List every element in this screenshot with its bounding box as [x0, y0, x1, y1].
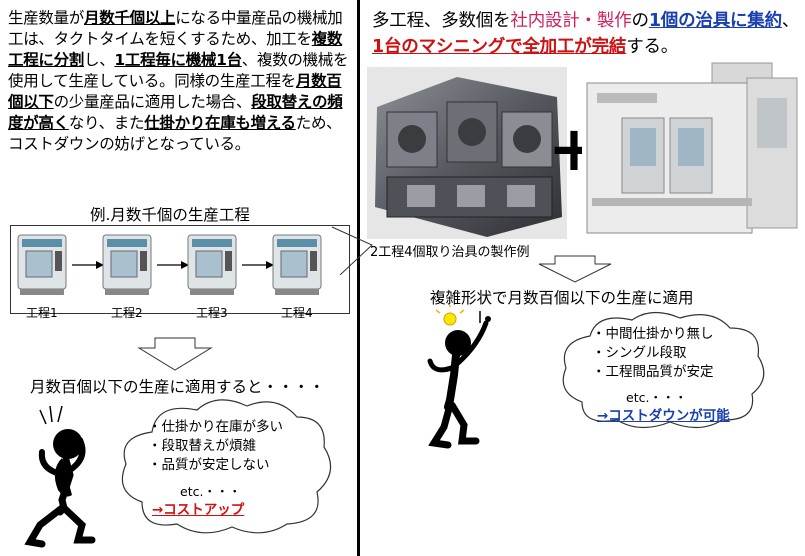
process-label: 工程3 [196, 306, 228, 320]
down-arrow-left [137, 337, 213, 371]
title-highlight: 社内設計・製作 [510, 11, 632, 31]
paragraph-text: の少量産品に適用した場合、 [53, 93, 252, 111]
paragraph-text: 、複数の機械を使用して生産している。同様の生産工程を [8, 51, 349, 90]
problem-item: ・段取替えが煩雑 [148, 438, 256, 454]
title-highlight: 1台のマシニングで全加工が完結 [372, 37, 627, 57]
down-arrow-right [538, 255, 612, 283]
paragraph-text: になる中量産品の機械加工は、タクトタイムを短くするため、加工を [8, 9, 343, 48]
emphasis-text: 仕掛かり在庫も増える [144, 114, 296, 132]
machine-icon [102, 234, 152, 295]
jig-photo [367, 67, 567, 239]
process-label: 工程1 [26, 306, 58, 320]
worried-figure [24, 405, 96, 548]
etc-right: etc.・・・ [626, 390, 687, 405]
benefit-item: ・中間仕掛かり無し [592, 326, 714, 342]
benefit-list: ・中間仕掛かり無し ・シングル段取 ・工程間品質が安定 [592, 325, 714, 382]
title-text: の [631, 11, 650, 31]
cost-down-text: →コストダウンが可能 [597, 408, 730, 424]
title-text: 多工程、多数個を [372, 11, 511, 31]
problem-item: ・品質が安定しない [148, 457, 270, 473]
jig-caption: 2工程4個取り治具の製作例 [370, 245, 530, 260]
example-title: 例.月数千個の生産工程 [90, 206, 250, 224]
title-highlight: 1個の治具に集約 [648, 11, 782, 31]
paragraph-text: なり、また [68, 114, 145, 132]
cost-up-text: →コストアップ [152, 502, 245, 518]
emphasis-text: 月数百個以下 [8, 72, 342, 111]
problem-item: ・仕掛かり在庫が多い [148, 419, 283, 435]
callout-pointer [331, 226, 373, 275]
flow-arrow [157, 261, 189, 269]
machining-center-photo [582, 58, 802, 238]
paragraph-text: し、 [84, 51, 115, 69]
paragraph-text: ため、コストダウンの妨げとなっている。 [8, 114, 342, 153]
flow-arrow [242, 261, 274, 269]
emphasis-text: 月数千個以上 [84, 9, 176, 27]
etc-left: etc.・・・ [180, 484, 241, 499]
paragraph-text: 生産数量が [8, 9, 85, 27]
right-title: 多工程、多数個を社内設計・製作の1個の治具に集約、 1台のマシニングで全加工が完結… [372, 8, 802, 60]
emphasis-text: 段取替えの頻度が高く [8, 93, 343, 132]
title-text: 、 [781, 11, 800, 31]
process-label: 工程4 [281, 306, 313, 320]
benefit-cloud [562, 311, 765, 429]
intro-paragraph: 生産数量が月数千個以上になる中量産品の機械加工は、タクトタイムを短くするため、加… [8, 8, 353, 155]
emphasis-text: 1工程毎に機械1台 [114, 51, 242, 69]
emphasis-text: 複数工程に分割 [8, 30, 343, 69]
process-flow [17, 234, 322, 295]
benefit-item: ・シングル段取 [592, 345, 687, 361]
machine-icon [272, 234, 322, 295]
process-label: 工程2 [111, 306, 143, 320]
center-divider [357, 0, 360, 556]
flow-arrow [72, 261, 104, 269]
benefit-item: ・工程間品質が安定 [592, 364, 714, 380]
idea-figure [427, 305, 491, 449]
problem-list: ・仕掛かり在庫が多い ・段取替えが煩雑 ・品質が安定しない [148, 418, 283, 475]
apply-text-left: 月数百個以下の生産に適用すると・・・・ [30, 378, 325, 396]
apply-text-right: 複雑形状で月数百個以下の生産に適用 [430, 289, 694, 307]
machine-icon [17, 234, 67, 295]
machine-icon [187, 234, 237, 295]
title-text: する。 [626, 37, 679, 57]
problem-cloud [121, 399, 332, 534]
